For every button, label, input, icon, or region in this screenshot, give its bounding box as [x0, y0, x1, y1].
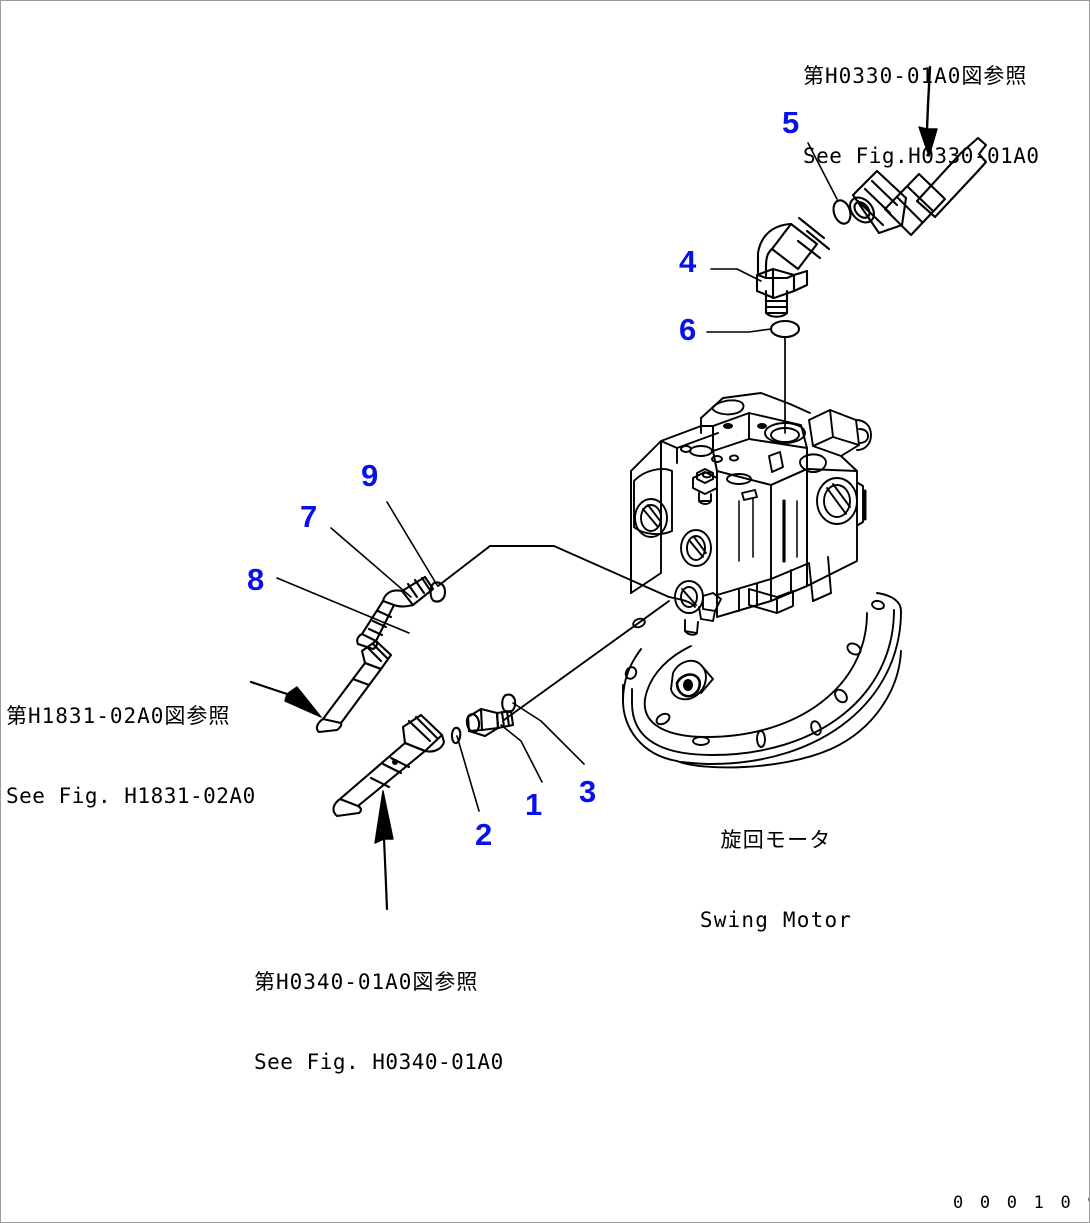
hose-assembly-bottom: [332, 713, 446, 818]
part-2-oring: [450, 726, 462, 745]
callout-number-1: 1: [525, 787, 543, 822]
reference-h0330-jp: 第H0330-01A0図参照: [803, 63, 1028, 88]
callout-number-7: 7: [300, 499, 318, 534]
part-5-oring: [832, 199, 852, 225]
callout-number-4: 4: [679, 244, 697, 279]
leader-8: [276, 577, 410, 634]
figure-number: 0 0 0 1 0 9 9 7: [953, 1193, 1089, 1213]
callout-number-6: 6: [679, 312, 697, 347]
callout-number-9: 9: [361, 458, 379, 493]
swing-motor-caption-jp: 旋回モータ: [720, 827, 832, 852]
leader-6: [706, 328, 772, 333]
leader-3: [512, 702, 585, 765]
leader-5: [807, 142, 838, 200]
swing-motor-caption: 旋回モータ Swing Motor: [661, 773, 891, 988]
part-4-elbow: [755, 216, 831, 318]
motor-base-flange: [622, 592, 902, 769]
reference-h0330-en: See Fig.H0330-01A0: [803, 144, 1040, 169]
leader-2: [456, 735, 480, 812]
reference-h1831: 第H1831-02A0図参照 See Fig. H1831-02A0: [6, 649, 256, 864]
part-3-oring: [501, 693, 517, 714]
leader-9: [386, 501, 438, 586]
leader-arrow-h0340: [374, 790, 394, 911]
leader-arrow-h0330: [918, 65, 938, 157]
reference-h0340-jp: 第H0340-01A0図参照: [254, 969, 479, 994]
part-1-connector: [465, 707, 515, 738]
part-8-hose-end: [315, 639, 393, 734]
callout-number-5: 5: [782, 105, 800, 140]
reference-h0340: 第H0340-01A0図参照 See Fig. H0340-01A0: [254, 915, 504, 1130]
callout-number-2: 2: [475, 817, 493, 852]
swing-motor-caption-en: Swing Motor: [699, 908, 853, 933]
leader-4: [710, 268, 762, 282]
hose-assembly-top: [848, 136, 988, 237]
reference-h0340-en: See Fig. H0340-01A0: [254, 1050, 504, 1075]
reference-h1831-jp: 第H1831-02A0図参照: [6, 703, 231, 728]
assembly-leader-lines: [437, 545, 696, 721]
leader-1: [500, 724, 543, 783]
callout-number-8: 8: [247, 562, 265, 597]
callout-number-3: 3: [579, 774, 597, 809]
swing-motor-body: [630, 392, 872, 636]
leader-7: [330, 527, 412, 598]
part-6-oring: [769, 319, 801, 339]
part-9-oring: [429, 581, 447, 603]
reference-h1831-en: See Fig. H1831-02A0: [6, 784, 256, 809]
reference-h0330: 第H0330-01A0図参照 See Fig.H0330-01A0: [803, 9, 1040, 224]
part-7-elbow: [356, 575, 435, 651]
leader-arrow-h1831: [249, 680, 322, 718]
